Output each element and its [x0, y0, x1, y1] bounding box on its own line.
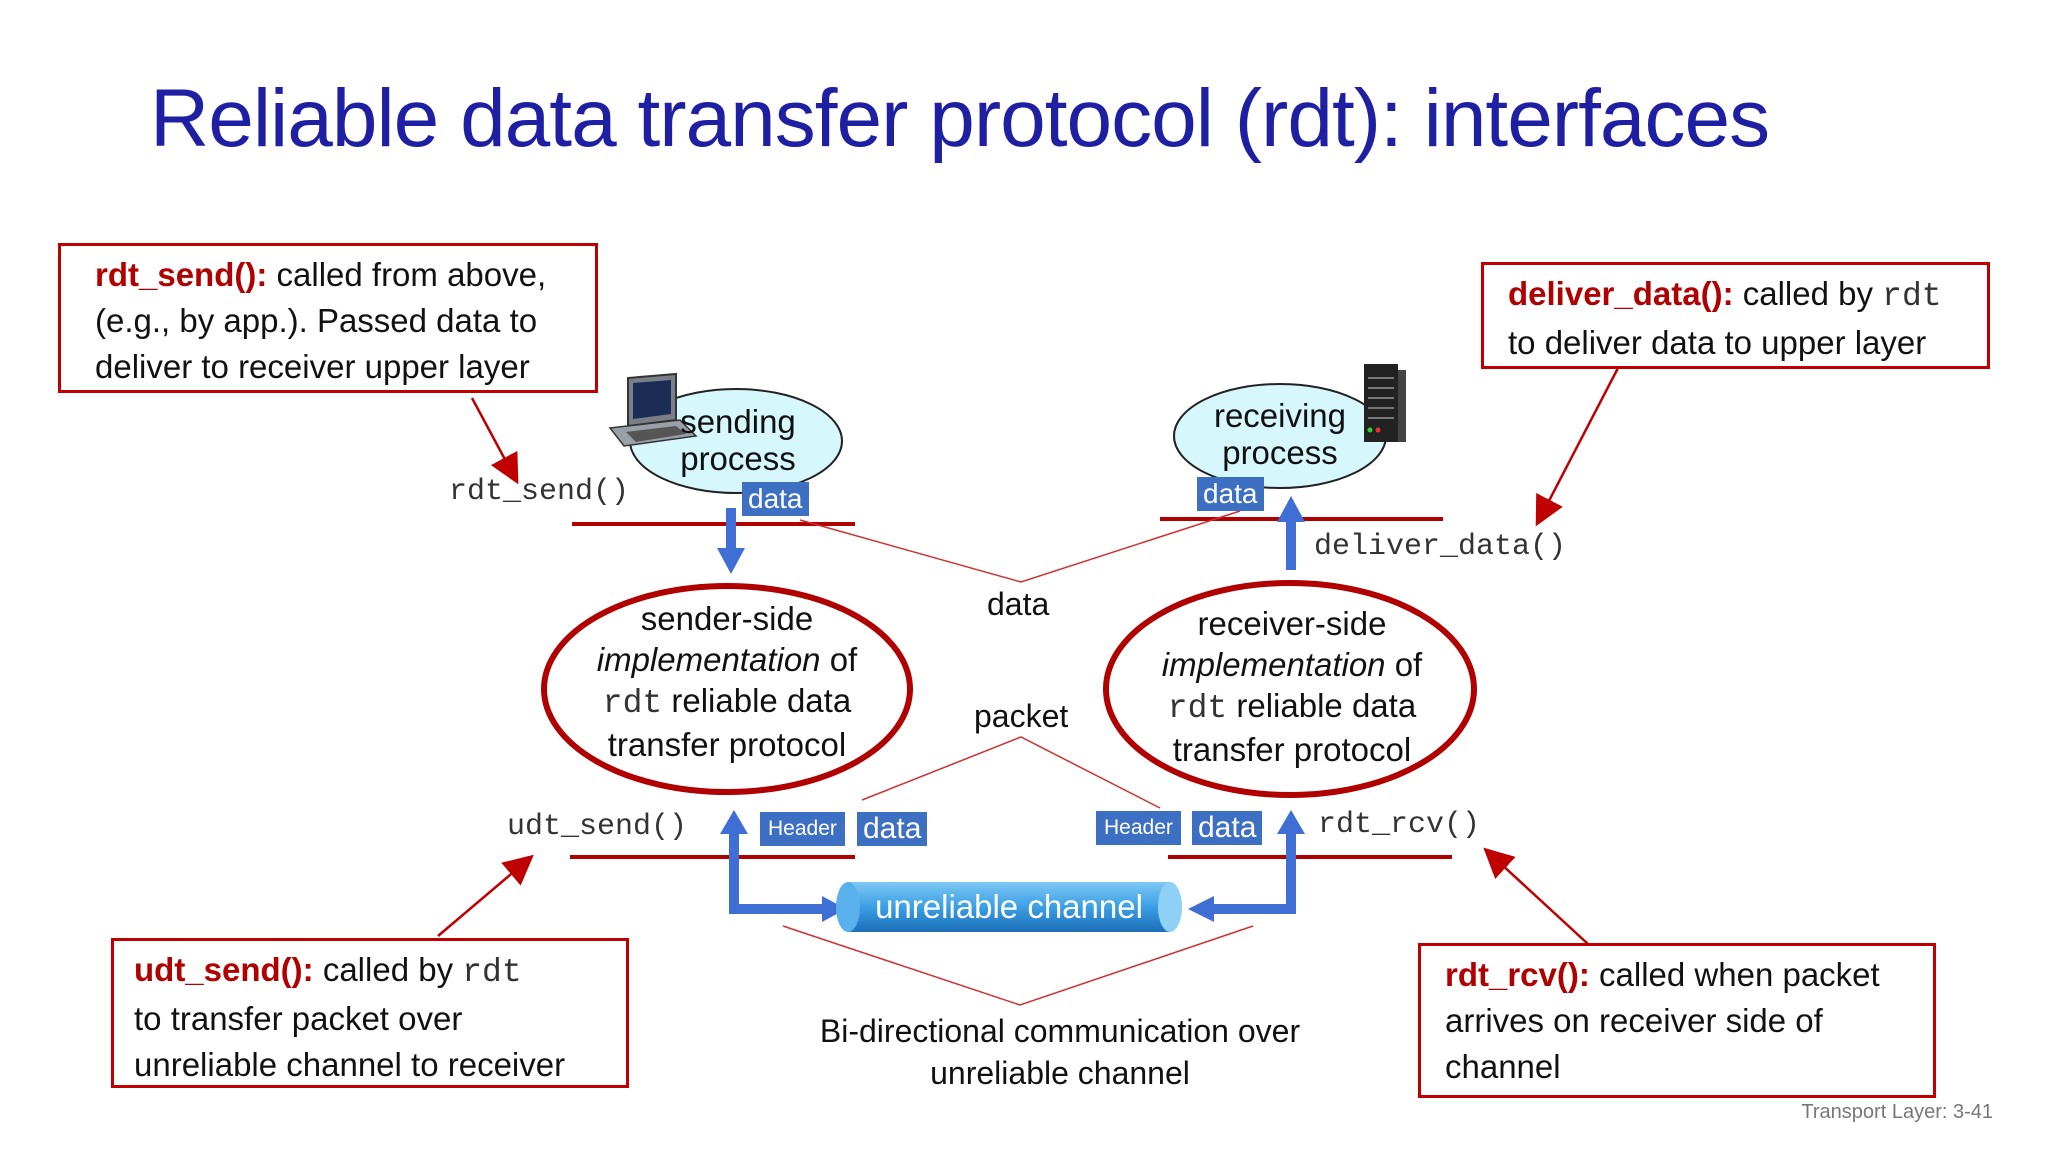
callout-text: called by	[1733, 275, 1883, 312]
rdt-rcv-pointer	[1483, 847, 1589, 945]
callout-code: rdt	[462, 954, 522, 991]
rdt-send-callout: rdt_send(): called from above, (e.g., by…	[58, 243, 598, 393]
receiving-process-text: receiving process	[1190, 397, 1370, 471]
rdt-send-call-label: rdt_send()	[449, 475, 630, 509]
callout-text: to deliver data to upper layer	[1508, 324, 1927, 361]
impl-rest: reliable data	[1227, 687, 1417, 724]
rdt-send-pointer	[470, 397, 519, 485]
sender-implementation-ellipse	[541, 583, 913, 795]
impl-code: rdt	[602, 685, 663, 722]
impl-line: receiver-side	[1197, 605, 1387, 642]
bidir-line-1: Bi-directional communication over	[819, 1013, 1301, 1049]
packet-label: packet	[974, 698, 1069, 734]
server-tower-icon	[1364, 364, 1406, 442]
bidir-label-lines	[782, 925, 1254, 1006]
callout-text: to transfer packet over	[134, 1000, 463, 1037]
sending-process-text: sending process	[648, 403, 828, 477]
sender-packet-header: Header	[760, 812, 845, 846]
deliver-data-call-label: deliver_data()	[1314, 530, 1567, 564]
callout-text: called when packet	[1589, 956, 1880, 993]
process-line: sending	[680, 403, 796, 440]
packet-label-lines	[861, 736, 1161, 809]
receiver-data-box: data	[1197, 477, 1264, 511]
receiver-packet-header: Header	[1096, 811, 1181, 845]
udt-send-pointer	[437, 854, 534, 937]
callout-text: (e.g., by app.). Passed data to	[95, 302, 538, 339]
impl-code: rdt	[1167, 690, 1228, 727]
rdt-rcv-call-label: rdt_rcv()	[1318, 808, 1481, 842]
callout-fn-name: rdt_send():	[95, 256, 268, 293]
receiver-channel-path	[1188, 810, 1305, 922]
callout-text: called by	[313, 951, 463, 988]
callout-text: deliver to receiver upper layer	[95, 348, 530, 385]
callout-fn-name: udt_send():	[134, 951, 314, 988]
process-line: process	[680, 440, 796, 477]
callout-text: called from above,	[267, 256, 547, 293]
udt-send-call-label: udt_send()	[507, 810, 688, 844]
callout-fn-name: rdt_rcv():	[1445, 956, 1590, 993]
impl-line: transfer protocol	[1172, 731, 1412, 768]
process-line: process	[1222, 434, 1338, 471]
sender-packet-data: data	[855, 812, 928, 846]
receiver-packet-data: data	[1190, 811, 1263, 845]
deliver-data-pointer	[1535, 367, 1620, 527]
impl-of: of	[1385, 646, 1423, 683]
impl-of: of	[820, 641, 858, 678]
impl-italic: implementation	[596, 641, 821, 678]
page-title: Reliable data transfer protocol (rdt): i…	[150, 73, 1770, 164]
receiver-implementation-text: receiver-side implementation of rdt reli…	[1132, 603, 1452, 770]
desktop-computer-icon	[608, 372, 698, 447]
impl-line: transfer protocol	[607, 726, 847, 763]
process-line: receiving	[1213, 397, 1347, 434]
impl-rest: reliable data	[662, 682, 852, 719]
callout-code: rdt	[1882, 278, 1942, 315]
receiver-implementation-ellipse	[1103, 580, 1477, 798]
callout-text: unreliable channel to receiver	[134, 1046, 566, 1083]
bidir-line-2: unreliable channel	[930, 1055, 1190, 1091]
slide-footer: Transport Layer: 3-41	[1801, 1101, 1993, 1123]
up-arrow-receiver	[1277, 496, 1305, 570]
sender-implementation-text: sender-side implementation of rdt reliab…	[567, 598, 887, 765]
udt-send-callout: udt_send(): called by rdt to transfer pa…	[111, 938, 629, 1088]
bidir-label: Bi-directional communication over unreli…	[760, 1010, 1360, 1094]
unreliable-channel-label: unreliable channel	[875, 888, 1143, 925]
callout-text: arrives on receiver side of	[1445, 1002, 1823, 1039]
callout-text: channel	[1445, 1048, 1561, 1085]
unreliable-channel-cylinder	[836, 882, 1182, 932]
deliver-data-callout: deliver_data(): called by rdt to deliver…	[1481, 262, 1990, 369]
sender-data-box: data	[742, 482, 809, 516]
sender-channel-path	[720, 810, 846, 922]
callout-fn-name: deliver_data():	[1508, 275, 1734, 312]
impl-line: sender-side	[640, 600, 814, 637]
rdt-rcv-callout: rdt_rcv(): called when packet arrives on…	[1418, 943, 1936, 1098]
data-label: data	[987, 586, 1050, 622]
down-arrow-sender	[717, 508, 745, 574]
impl-italic: implementation	[1161, 646, 1386, 683]
data-label-lines	[799, 510, 1241, 583]
